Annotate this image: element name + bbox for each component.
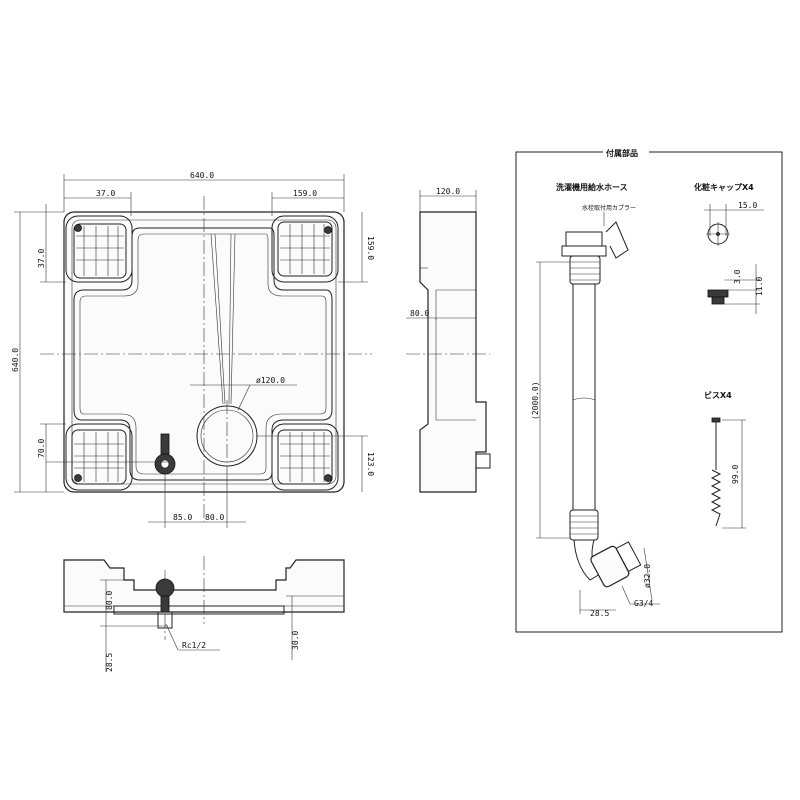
hose-length: (2000.0) [531, 381, 540, 420]
screw-length: 99.0 [731, 465, 740, 484]
hose-title: 洗濯機用給水ホース [556, 182, 628, 192]
dim-front-height: 80.0 [105, 591, 114, 610]
cap-height-2: 3.0 [733, 269, 742, 284]
cap-height-1: 11.0 [755, 277, 764, 296]
cap-title: 化粧キャップX4 [694, 182, 754, 192]
side-view: 120.0 80.0 [406, 187, 491, 493]
top-view: 640.0 37.0 159.0 640.0 37.0 70.0 159.0 1… [11, 171, 375, 528]
dim-left-top: 37.0 [37, 249, 46, 268]
accessories-panel: 付属部品 洗濯機用給水ホース 水栓取付用カプラー (2000.0) [515, 146, 783, 633]
side-outline [419, 211, 487, 493]
foot-pad-bottom-right [271, 423, 339, 491]
accessories-title: 付属部品 [606, 148, 638, 158]
coupler-note: 水栓取付用カプラー [582, 204, 636, 212]
dim-front-foot: 30.0 [291, 631, 300, 650]
dim-side-height: 80.0 [410, 309, 429, 318]
dim-corner-right: 159.0 [293, 189, 317, 198]
front-outline [63, 559, 345, 613]
dim-front-drain-height: 28.5 [105, 653, 114, 672]
accessories-frame [515, 151, 783, 633]
decorative-cap: 化粧キャップX4 15.0 11.0 3.0 [694, 182, 764, 314]
hose-tube [572, 283, 596, 511]
thread-label: Rc1/2 [182, 641, 206, 650]
dim-drain-diameter: ø120.0 [256, 376, 285, 385]
screw-title: ビスX4 [704, 390, 732, 400]
pan-inner-floor [73, 227, 333, 481]
dim-drain-x2: 80.0 [205, 513, 224, 522]
screw: ビスX4 99.0 [704, 390, 746, 529]
cap-width: 15.0 [738, 201, 757, 210]
dim-drain-x1: 85.0 [173, 513, 192, 522]
water-hose: 洗濯機用給水ホース 水栓取付用カプラー (2000.0) ø32.0 [531, 182, 660, 618]
dim-side-depth: 120.0 [436, 187, 460, 196]
dim-corner-left: 37.0 [96, 189, 115, 198]
dim-left-bottom: 70.0 [37, 439, 46, 458]
foot-pad-top-left [65, 215, 133, 283]
hose-offset: 28.5 [590, 609, 609, 618]
dim-total-depth: 640.0 [11, 348, 20, 372]
dim-right-bottom: 123.0 [366, 452, 375, 476]
front-drain-trap-icon [155, 578, 175, 629]
front-view: 80.0 28.5 30.0 Rc1/2 [63, 556, 345, 672]
foot-pad-bottom-left [65, 423, 133, 491]
hose-dia: ø32.0 [643, 564, 652, 588]
dim-total-width: 640.0 [190, 171, 214, 180]
foot-pad-top-right [271, 215, 339, 283]
hose-thread: G3/4 [634, 599, 653, 608]
dim-right-top: 159.0 [366, 236, 375, 260]
